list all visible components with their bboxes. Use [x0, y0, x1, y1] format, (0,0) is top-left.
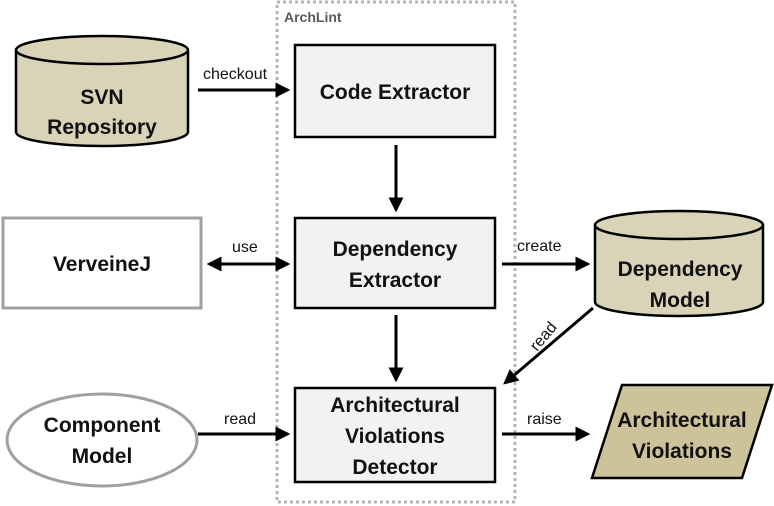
code-extractor-label: Code Extractor — [320, 81, 471, 104]
architectural-violations-shape — [590, 383, 774, 480]
svn-repository-label-line1: SVN — [80, 86, 123, 109]
architectural-violations-label-line1: Architectural — [617, 409, 747, 432]
svn-repository-node: SVN Repository — [14, 34, 190, 148]
violations-detector-label-line3: Detector — [352, 456, 437, 479]
code-extractor-node: Code Extractor — [293, 43, 497, 139]
dependency-model-cylinder-body — [593, 225, 765, 318]
component-model-node: Component Model — [5, 392, 199, 488]
violations-detector-label-line2: Violations — [345, 425, 445, 448]
dependency-model-cylinder-top — [593, 209, 765, 241]
dependency-model-label-line2: Model — [650, 289, 711, 312]
verveinej-label: VerveineJ — [53, 253, 151, 276]
svn-repository-label-line2: Repository — [47, 116, 157, 139]
verveinej-node: VerveineJ — [1, 216, 203, 310]
dependency-extractor-label-line1: Dependency — [333, 238, 458, 261]
checkout-label: checkout — [203, 66, 268, 83]
dependency-extractor-label-line2: Extractor — [349, 269, 441, 292]
architectural-violations-node: Architectural Violations — [590, 383, 774, 480]
archlint-group-label: ArchLint — [284, 9, 342, 25]
archlint-group-border — [275, 0, 517, 504]
architectural-violations-label-line2: Violations — [632, 440, 732, 463]
dependency-model-node: Dependency Model — [593, 209, 765, 318]
svn-repository-cylinder-top — [14, 34, 190, 66]
raise-label: raise — [527, 411, 562, 428]
read-component-label: read — [224, 411, 256, 428]
code-extractor-box — [293, 43, 497, 139]
component-model-label-line1: Component — [44, 414, 161, 437]
read-model-arrow — [503, 306, 594, 385]
use-label: use — [232, 239, 258, 256]
violations-detector-box — [293, 386, 497, 484]
component-model-label-line2: Model — [72, 445, 133, 468]
archlint-group: ArchLint — [275, 0, 517, 504]
dependency-extractor-box — [293, 216, 497, 310]
svn-repository-cylinder-body — [14, 50, 190, 148]
verveinej-box — [1, 216, 203, 310]
create-label: create — [517, 238, 562, 255]
read-model-label: read — [527, 319, 561, 354]
violations-detector-label-line1: Architectural — [330, 394, 460, 417]
violations-detector-node: Architectural Violations Detector — [293, 386, 497, 484]
dependency-extractor-node: Dependency Extractor — [293, 216, 497, 310]
component-model-ellipse — [5, 392, 199, 488]
edges: checkout use create read read raise — [198, 66, 594, 442]
dependency-model-label-line1: Dependency — [618, 258, 743, 281]
